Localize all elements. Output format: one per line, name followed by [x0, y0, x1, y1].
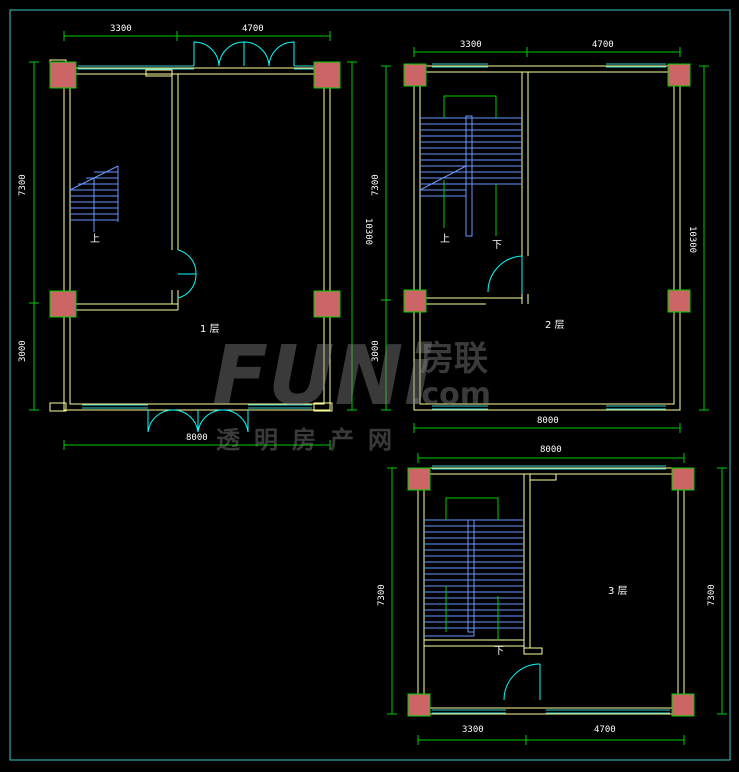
plan3-stair-down-label: 下: [494, 646, 504, 657]
watermark-logo: FUNi: [212, 329, 433, 424]
plan2-windows: [432, 63, 666, 410]
plan1-bottom-dimension: [63, 440, 331, 450]
plan1-left-dimension: [29, 61, 39, 411]
plan3-columns: [407, 467, 695, 717]
plan1-left-dim-bottom: 3000: [18, 340, 28, 362]
plan3-doors: [503, 663, 541, 701]
plan2-walls: [413, 65, 681, 411]
plan2-columns: [403, 63, 691, 313]
plan2-left-dimension: [381, 65, 391, 411]
plan1-bottom-dim: 8000: [186, 433, 208, 443]
plan2-top-dim-left: 3300: [460, 40, 482, 50]
watermark-brand: 房联: [420, 339, 488, 379]
plan3-bottom-dim-right: 4700: [594, 725, 616, 735]
plan1-walls: [49, 59, 333, 412]
plan3-top-dimension: [417, 453, 685, 463]
plan3-left-dim: 7300: [377, 584, 387, 606]
plan3-top-dim: 8000: [540, 445, 562, 455]
plan2-left-dim-bottom: 3000: [371, 340, 381, 362]
plan2-right-dim: 10300: [687, 226, 697, 253]
plan3-bottom-dimension: [417, 735, 685, 745]
plan3-left-dimension: [387, 467, 397, 715]
watermark-subtitle: 透明房产网: [216, 426, 406, 454]
watermark-domain: .com: [410, 377, 491, 412]
plan2-doors: [487, 255, 523, 294]
plan3-walls: [417, 467, 685, 715]
plan1-stair-up-label: 上: [90, 233, 100, 245]
plan1-right-dimension: [347, 61, 357, 411]
plan3-windows: [432, 465, 670, 714]
plan1-top-dim-right: 4700: [242, 24, 264, 34]
plan1-columns: [49, 61, 341, 318]
plan2-right-dimension: [699, 65, 709, 411]
plan1-right-dim: 10300: [363, 218, 373, 245]
plan1-windows: [78, 65, 314, 409]
plan3-stair-outline: [445, 497, 499, 640]
plan1-left-dim-top: 7300: [18, 174, 28, 196]
plan2-left-dim-top: 7300: [371, 174, 381, 196]
floor-plan-2: 3300 4700 7300 3000 10300 8000: [371, 40, 709, 433]
floor-plan-3: 8000 7300 7300 3300 4700: [377, 445, 727, 745]
plan2-top-dim-right: 4700: [592, 40, 614, 50]
plan3-stair: [424, 519, 524, 637]
plan2-room-label: 2 层: [545, 319, 565, 331]
plan1-doors: [147, 41, 295, 433]
plan1-stair: [69, 165, 119, 232]
plan3-bottom-dim-left: 3300: [462, 725, 484, 735]
plan2-stair: [419, 115, 522, 237]
plan1-top-dim-left: 3300: [110, 24, 132, 34]
plan2-top-dimension: [413, 47, 681, 57]
plan3-right-dimension: [717, 467, 727, 715]
watermark: FUNi 房联 .com 透明房产网: [212, 329, 491, 454]
plan3-right-dim: 7300: [707, 584, 717, 606]
plan2-bottom-dimension: [413, 423, 681, 433]
plan1-top-dimension: [63, 31, 331, 41]
plan3-room-label: 3 层: [608, 585, 628, 597]
drawing-frame: [9, 9, 731, 761]
plan2-stair-outline: [443, 95, 497, 236]
plan2-stair-down-label: 下: [492, 240, 502, 251]
plan2-bottom-dim: 8000: [537, 416, 559, 426]
plan1-room-label: 1 层: [200, 323, 220, 335]
plan2-stair-up-label: 上: [440, 233, 450, 245]
floor-plan-1: 3300 4700 7300 3000 10300 8000: [18, 24, 373, 450]
